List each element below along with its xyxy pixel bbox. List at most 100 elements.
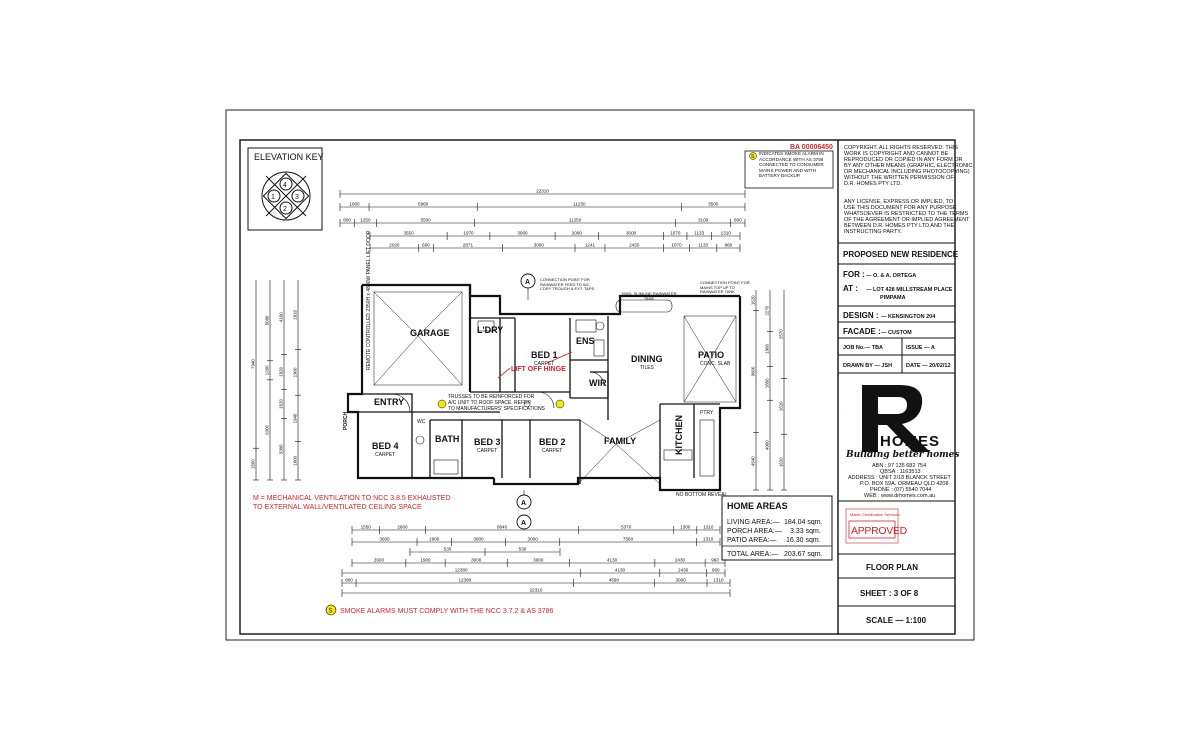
no-bottom-reveal-note: NO BOTTOM REVEAL <box>676 492 728 498</box>
room-entry: ENTRY <box>374 397 404 407</box>
dimension-label: 5080 <box>265 315 270 325</box>
dimension-label: 1310 <box>713 578 724 583</box>
drawing-frame <box>239 139 956 635</box>
company-logo: R HOMES Building better homes <box>845 385 959 460</box>
elevation-number: 3 <box>295 194 299 201</box>
room-patio: PATIO <box>698 350 724 360</box>
dimension-label: 800 <box>345 578 353 583</box>
dimension-label: 8640 <box>497 525 508 530</box>
company-po-box: P.O. BOX 59A, ORMEAU QLD 4208 <box>860 481 949 487</box>
date: DATE — 20/02/12 <box>906 363 951 369</box>
drawing-scale: SCALE — 1:100 <box>866 616 927 625</box>
for-value: — O. & A. ORTEGA <box>866 273 916 279</box>
room-ensuite: ENS <box>576 336 595 346</box>
area-value: 3.33 sqm. <box>790 528 821 535</box>
dimension-label: 1200 <box>265 365 270 375</box>
room-wc: WC <box>417 419 426 425</box>
total-area-value: 203.67 sqm. <box>784 551 823 558</box>
dimension-label: 1850 <box>765 378 770 388</box>
copyright-line: USE THIS DOCUMENT FOR ANY PURPOSE <box>844 205 957 211</box>
dimension-label: 1940 <box>293 413 298 423</box>
ac-note-line: TO MANUFACTURERS' SPECIFICATIONS <box>448 406 546 412</box>
dimension-label: 3000 <box>676 578 687 583</box>
dimension-label: 1250 <box>360 218 371 223</box>
elevation-number: 1 <box>271 194 275 201</box>
smoke-symbol-icon <box>325 604 337 616</box>
total-area-label: TOTAL AREA:— <box>727 551 778 558</box>
left-dimensions: 7940150050801200630041001920162033802910… <box>251 280 301 481</box>
room-garage: GARAGE <box>410 328 450 338</box>
design-value: — KENSINGTON 204 <box>881 314 936 320</box>
elevation-number: 2 <box>283 206 287 213</box>
room-kitchen: KITCHEN <box>674 415 684 455</box>
dimension-label: 1900 <box>429 537 440 542</box>
smoke-compliance-note: SMOKE ALARMS MUST COMPLY WITH THE NCC 3.… <box>340 608 554 615</box>
dimension-label: 2020 <box>389 243 400 248</box>
dimension-label: 2000 <box>572 231 583 236</box>
fixtures <box>391 299 715 477</box>
dimension-label: 5500 <box>421 218 432 223</box>
dimension-label: 9600 <box>751 366 756 376</box>
home-areas-table: HOME AREAS LIVING AREA:— 184.04 sqm. POR… <box>721 495 833 561</box>
section-marker-lower: A <box>521 520 526 527</box>
dimension-label: 22310 <box>536 189 549 194</box>
lift-off-hinge-note: LIFT OFF HINGE <box>511 366 566 373</box>
copyright-notice: COPYRIGHT. ALL RIGHTS RESERVED. THIS WOR… <box>844 145 972 235</box>
stamp-text: APPROVED <box>851 525 908 537</box>
company-phone: PHONE : (07) 5540 7044 <box>870 487 931 493</box>
room-bed-1: BED 1 <box>531 350 558 360</box>
dimension-label: 600 <box>422 243 430 248</box>
copyright-line: COPYRIGHT. ALL RIGHTS RESERVED. THIS <box>844 145 958 151</box>
drawing-name: FLOOR PLAN <box>866 563 918 572</box>
copyright-line: ANY LICENSE, EXPRESS OR IMPLIED, TO <box>844 199 954 205</box>
dimension-label: 12380 <box>458 578 471 583</box>
dimension-label: 960 <box>712 568 720 573</box>
facade-label: FACADE : <box>843 327 881 336</box>
dimension-label: 2910 <box>293 309 298 319</box>
room-bed-4-floor: CARPET <box>375 452 395 458</box>
room-porch: PORCH <box>343 412 349 430</box>
room-pantry: PTRY <box>700 410 714 416</box>
dimension-label: 3000 <box>534 243 545 248</box>
section-markers: A A A <box>516 273 536 530</box>
area-value: 16.30 sqm. <box>786 537 821 544</box>
dimension-label: 1300 <box>680 525 691 530</box>
dimension-label: 22310 <box>530 588 543 593</box>
room-wir: WIR <box>589 378 607 388</box>
dimension-label: 3000 <box>626 231 637 236</box>
smoke-alarm-markers <box>437 399 565 409</box>
dimension-label: 1310 <box>703 537 714 542</box>
dimension-label: 2570 <box>779 329 784 339</box>
copyright-line: REPRODUCED OR COPIED IN ANY FORM OR <box>844 157 962 163</box>
dimension-label: 1920 <box>279 366 284 376</box>
room-bed-4: BED 4 <box>372 441 399 451</box>
smoke-symbol: S <box>751 154 755 160</box>
dimension-label: 4100 <box>279 312 284 322</box>
copyright-line: INSTRUCTING PARTY. <box>844 229 902 235</box>
dimension-label: 1310 <box>721 231 732 236</box>
dimension-label: 3000 <box>471 558 482 563</box>
dimension-label: 11250 <box>569 218 582 223</box>
floor-plan: A A A GARAGE L'DRY BED 1 CARPET ENS WIR … <box>343 230 750 530</box>
room-bath: BATH <box>435 434 459 444</box>
dimension-label: 7940 <box>251 359 256 369</box>
dimension-label: 2600 <box>374 558 385 563</box>
dimension-label: 1600 <box>349 202 360 207</box>
project-title: PROPOSED NEW RESIDENCE <box>843 250 959 259</box>
family-ceiling-lines <box>577 419 661 485</box>
lift-off-hinge-leader <box>497 367 511 379</box>
approval-stamp: Matrix Certification Services APPROVED <box>845 508 908 544</box>
elevation-key: ELEVATION KEY 4 2 1 3 <box>247 147 324 231</box>
area-label: PATIO AREA:— <box>727 537 777 544</box>
dimension-label: 1620 <box>779 457 784 467</box>
dimension-label: 3500 <box>708 202 719 207</box>
dimension-label: 1600 <box>293 455 298 465</box>
smoke-key-text: INDICATES SMOKE ALARM IN ACCORDANCE WITH… <box>759 151 824 179</box>
dimension-label: 1133 <box>698 243 708 248</box>
company-name: HOMES <box>880 433 940 450</box>
job-number: JOB No.— TBA <box>843 345 883 351</box>
copyright-line: WORK IS COPYRIGHT AND CANNOT BE <box>844 151 949 157</box>
